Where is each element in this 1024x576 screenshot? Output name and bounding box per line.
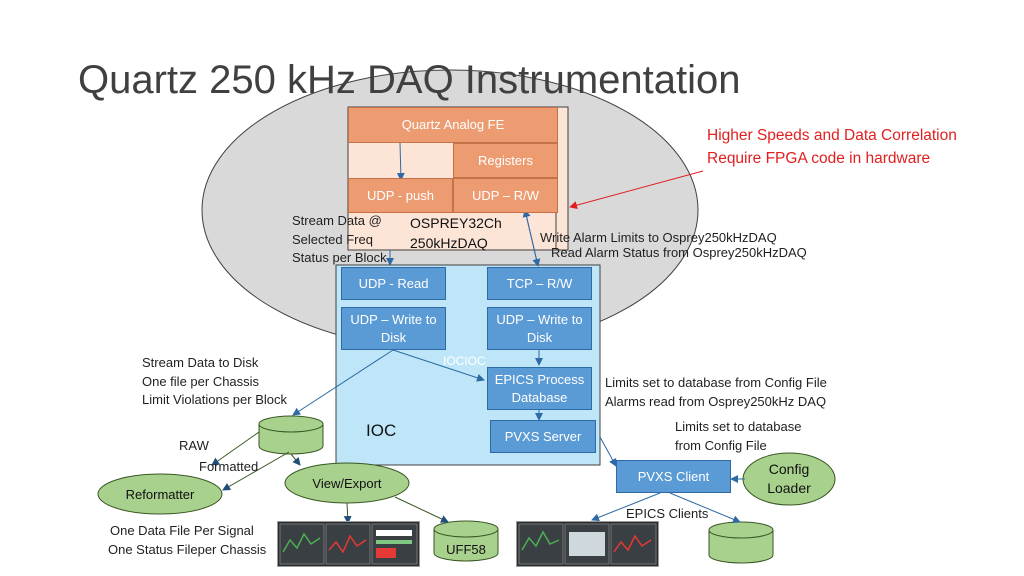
alarm-line2: Read Alarm Status from Osprey250kHzDAQ: [551, 245, 807, 260]
osprey-line1: OSPREY32Ch: [410, 215, 502, 231]
annotation-line1: Higher Speeds and Data Correlation: [707, 127, 957, 144]
alarm-label: Write Alarm Limits to Osprey250kHzDAQ Re…: [540, 230, 807, 260]
config-loader-line2: Loader: [767, 480, 811, 496]
udp-read-label: UDP - Read: [358, 275, 429, 291]
limits-line1: Limits set to database from Config File: [605, 375, 827, 390]
disk-line1: Stream Data to Disk: [142, 355, 259, 370]
udp-write-right-line1: UDP – Write to: [496, 311, 583, 327]
stream-line2: Selected Freq: [292, 231, 373, 247]
client-disk-icon: [708, 521, 774, 564]
disk-line3: Limit Violations per Block: [142, 392, 287, 407]
stream-line3: Status per Block: [292, 250, 387, 265]
fpga-annotation: Higher Speeds and Data Correlation Requi…: [707, 124, 957, 170]
epics-line1: EPICS Process: [494, 371, 585, 387]
udp-write-right-line2: Disk: [526, 329, 553, 345]
ioc-label: IOC: [366, 421, 397, 440]
epics-line2: Database: [511, 389, 568, 405]
stream-data-label: Stream Data @ Selected Freq Status per B…: [292, 212, 387, 268]
udp-rw-box: UDP – R/W: [453, 178, 558, 213]
epics-process-database-box: EPICS Process Database: [487, 367, 592, 410]
tcp-rw-box: TCP – R/W: [487, 267, 592, 300]
registers-box: Registers: [453, 143, 558, 178]
osprey-line2: 250kHzDAQ: [410, 235, 488, 251]
pvxs-server-box: PVXS Server: [490, 420, 596, 453]
disk-icon: [258, 415, 324, 455]
page-title: Quartz 250 kHz DAQ Instrumentation: [78, 58, 741, 102]
monitor-left-art: [279, 523, 418, 565]
udp-write-disk-left-box: UDP – Write to Disk: [341, 307, 446, 350]
limits2-label: Limits set to database from Config File: [675, 418, 801, 455]
monitor-right-art: [518, 523, 657, 565]
pvxs-client-box: PVXS Client: [616, 460, 731, 493]
udp-push-label: UDP - push: [367, 187, 434, 203]
bottom-line1: One Data File Per Signal: [110, 523, 254, 538]
connectors: [211, 142, 745, 524]
osprey-device-label: OSPREY32Ch 250kHzDAQ: [410, 213, 502, 253]
udp-write-left-line2: Disk: [380, 329, 407, 345]
disk-stream-label: Stream Data to Disk One file per Chassis…: [142, 354, 287, 410]
pvxs-client-label: PVXS Client: [637, 468, 710, 484]
config-loader-line1: Config: [768, 461, 810, 477]
limits2-line2: from Config File: [675, 437, 767, 453]
limits-line2: Alarms read from Osprey250kHz DAQ: [605, 393, 827, 409]
config-loader-label: Config Loader: [743, 460, 835, 498]
epics-clients-label: EPICS Clients: [626, 506, 709, 521]
uff58-disk-icon: [433, 520, 499, 562]
monitor-screenshot-left: [277, 521, 420, 567]
monitor-screenshot-right: [516, 521, 659, 567]
formatted-label: Formatted: [199, 459, 259, 474]
reformatter-ellipse: [97, 473, 223, 515]
limits2-line1: Limits set to database: [675, 419, 802, 434]
reformatter-label: Reformatter: [125, 486, 195, 502]
stream-line1: Stream Data @: [292, 213, 382, 228]
udp-read-box: UDP - Read: [341, 267, 446, 300]
view-export-label: View/Export: [312, 475, 382, 491]
udp-write-left-line1: UDP – Write to: [350, 311, 437, 327]
udp-rw-label: UDP – R/W: [472, 187, 539, 203]
quartz-analog-fe-box: Quartz Analog FE: [348, 107, 558, 143]
udp-push-box: UDP - push: [348, 178, 453, 213]
udp-write-disk-right-box: UDP – Write to Disk: [487, 307, 592, 350]
pvxs-server-label: PVXS Server: [504, 428, 582, 444]
disk-line2: One file per Chassis: [142, 373, 260, 389]
ioc-watermark: IOCIOC: [443, 354, 486, 368]
quartz-analog-fe-label: Quartz Analog FE: [401, 117, 505, 132]
registers-label: Registers: [478, 152, 533, 168]
bottom-line2: One Status Fileper Chassis: [108, 541, 267, 557]
uff58-label: UFF58: [446, 541, 486, 557]
bottom-files-label: One Data File Per Signal One Status File…: [108, 522, 266, 559]
tcp-rw-label: TCP – R/W: [506, 275, 573, 291]
alarm-line1: Write Alarm Limits to Osprey250kHzDAQ: [540, 230, 777, 245]
annotation-line2: Require FPGA code in hardware: [707, 150, 931, 167]
raw-label: RAW: [179, 438, 209, 453]
limits-label: Limits set to database from Config File …: [605, 374, 827, 411]
